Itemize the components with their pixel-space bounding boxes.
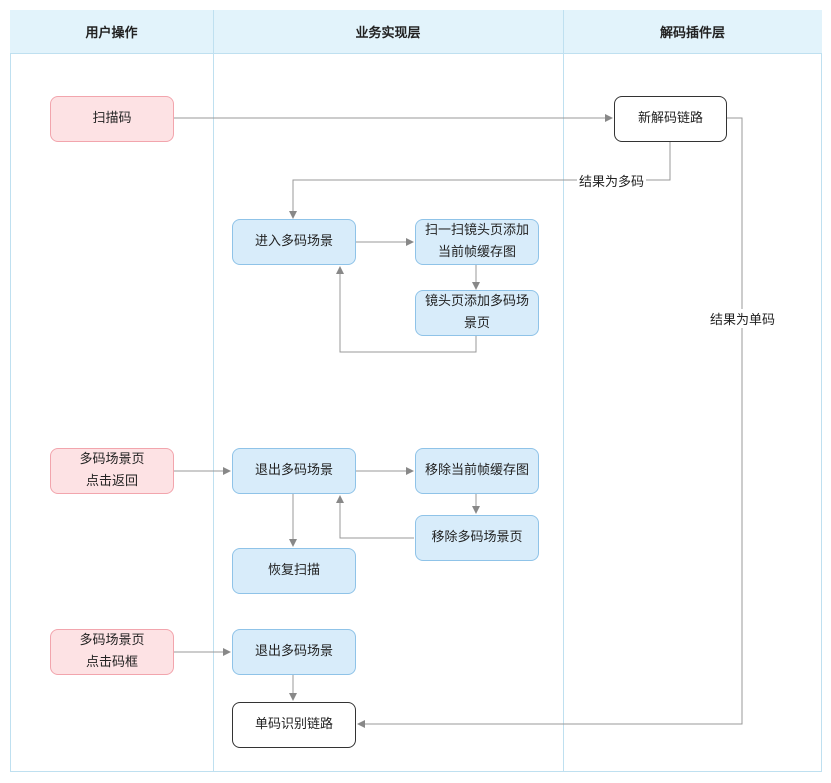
edge-decode-to-single bbox=[357, 117, 743, 728]
lane-divider bbox=[563, 10, 564, 772]
edge-decode-to-enter-multi bbox=[289, 141, 671, 219]
edge-label-result-multi: 结果为多码 bbox=[577, 171, 647, 190]
node-enter-multi-scene[interactable]: 进入多码场景 bbox=[232, 219, 356, 265]
lane-header-user: 用户操作 bbox=[10, 10, 213, 54]
node-new-decode-chain[interactable]: 新解码链路 bbox=[614, 96, 727, 142]
node-back-click[interactable]: 多码场景页 点击返回 bbox=[50, 448, 174, 494]
node-remove-current-frame[interactable]: 移除当前帧缓存图 bbox=[415, 448, 539, 494]
node-add-current-frame[interactable]: 扫一扫镜头页添加 当前帧缓存图 bbox=[415, 219, 539, 265]
node-resume-scan[interactable]: 恢复扫描 bbox=[232, 548, 356, 594]
lane-header-decode: 解码插件层 bbox=[563, 10, 822, 54]
node-scan-code[interactable]: 扫描码 bbox=[50, 96, 174, 142]
node-remove-multi-scene-page[interactable]: 移除多码场景页 bbox=[415, 515, 539, 561]
edge-add-page-back-to-enter bbox=[336, 266, 477, 353]
node-exit-multi-scene-2[interactable]: 退出多码场景 bbox=[232, 629, 356, 675]
lane-divider bbox=[213, 10, 214, 772]
edge-remove-page-back-to-exit bbox=[336, 495, 414, 539]
edge-label-result-single: 结果为单码 bbox=[708, 309, 778, 328]
lane-header-business: 业务实现层 bbox=[213, 10, 563, 54]
node-single-code-chain[interactable]: 单码识别链路 bbox=[232, 702, 356, 748]
node-frame-click[interactable]: 多码场景页 点击码框 bbox=[50, 629, 174, 675]
node-exit-multi-scene[interactable]: 退出多码场景 bbox=[232, 448, 356, 494]
node-add-multi-scene-page[interactable]: 镜头页添加多码场 景页 bbox=[415, 290, 539, 336]
